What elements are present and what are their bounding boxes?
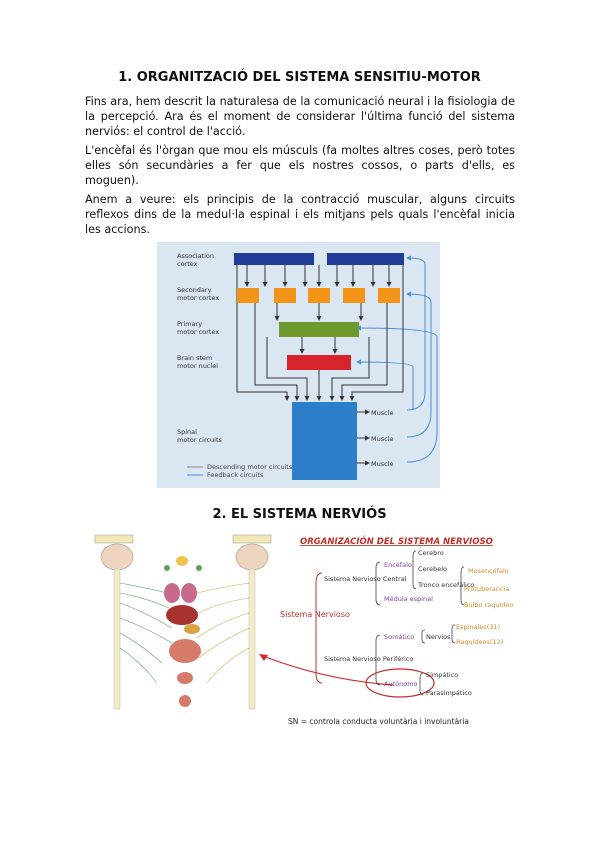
org-protuberancia: Protuberancia xyxy=(464,585,509,593)
caption: SN = controla conducta voluntària i invo… xyxy=(288,717,469,726)
paragraph-1: Fins ara, hem descrit la naturalesa de l… xyxy=(85,95,515,138)
secondary-motor-block xyxy=(308,288,330,303)
org-somatico: Somático xyxy=(384,633,414,641)
org-simpatico: Simpático xyxy=(426,671,458,679)
secondary-motor-block xyxy=(378,288,400,303)
paragraph-3: Anem a veure: els principis de la contra… xyxy=(85,193,515,236)
muscle-label: Muscle xyxy=(371,460,394,468)
legend-descending: Descending motor circuits xyxy=(207,463,293,471)
org-central: Sistema Nervioso Central xyxy=(324,575,407,583)
primary-motor-block xyxy=(279,322,359,337)
org-raquideos: Raquídeos(12) xyxy=(456,638,503,646)
secondary-motor-block xyxy=(274,288,296,303)
muscle-label: Muscle xyxy=(371,435,394,443)
section-2-title: 2. EL SISTEMA NERVIÓS xyxy=(212,507,387,522)
org-root: Sistema Nervioso xyxy=(280,610,350,619)
org-periferico: Sistema Nervioso Periférico xyxy=(324,655,413,663)
muscle-label: Muscle xyxy=(371,409,394,417)
association-cortex-block xyxy=(234,253,314,265)
org-encefalo: Encéfalo xyxy=(384,561,412,569)
spinal-circuits-block xyxy=(292,402,357,480)
org-tronco: Tronco encefálico xyxy=(417,581,474,589)
legend-feedback: Feedback circuits xyxy=(207,471,264,479)
org-autonomo: Autónomo xyxy=(384,680,418,688)
org-medula: Médula espinal xyxy=(384,595,433,603)
org-title: ORGANIZACIÓN DEL SISTEMA NERVIOSO xyxy=(300,535,493,547)
secondary-motor-block xyxy=(343,288,365,303)
association-cortex-block xyxy=(327,253,404,265)
section-1-title: 1. ORGANITZACIÓ DEL SISTEMA SENSITIU-MOT… xyxy=(118,70,481,85)
org-cerebelo: Cerebelo xyxy=(418,565,447,573)
org-espinales: Espinales(31) xyxy=(456,623,500,631)
brainstem-block xyxy=(287,355,351,370)
org-cerebro: Cerebro xyxy=(418,549,444,557)
secondary-motor-block xyxy=(237,288,259,303)
org-parasimpatico: Parasimpático xyxy=(426,689,472,697)
org-nervios: Nervios xyxy=(426,633,451,641)
pointer-arrow xyxy=(259,654,394,686)
paragraph-2: L'encèfal és l'òrgan que mou els músculs… xyxy=(85,144,515,187)
org-bulbo: Bulbo raquídeo xyxy=(464,601,513,609)
org-mesencefalo: Mesencéfalo xyxy=(468,567,509,575)
nervous-system-org-chart: ORGANIZACIÓN DEL SISTEMA NERVIOSO Sistem… xyxy=(250,533,520,711)
anatomy-illustration xyxy=(87,533,282,721)
